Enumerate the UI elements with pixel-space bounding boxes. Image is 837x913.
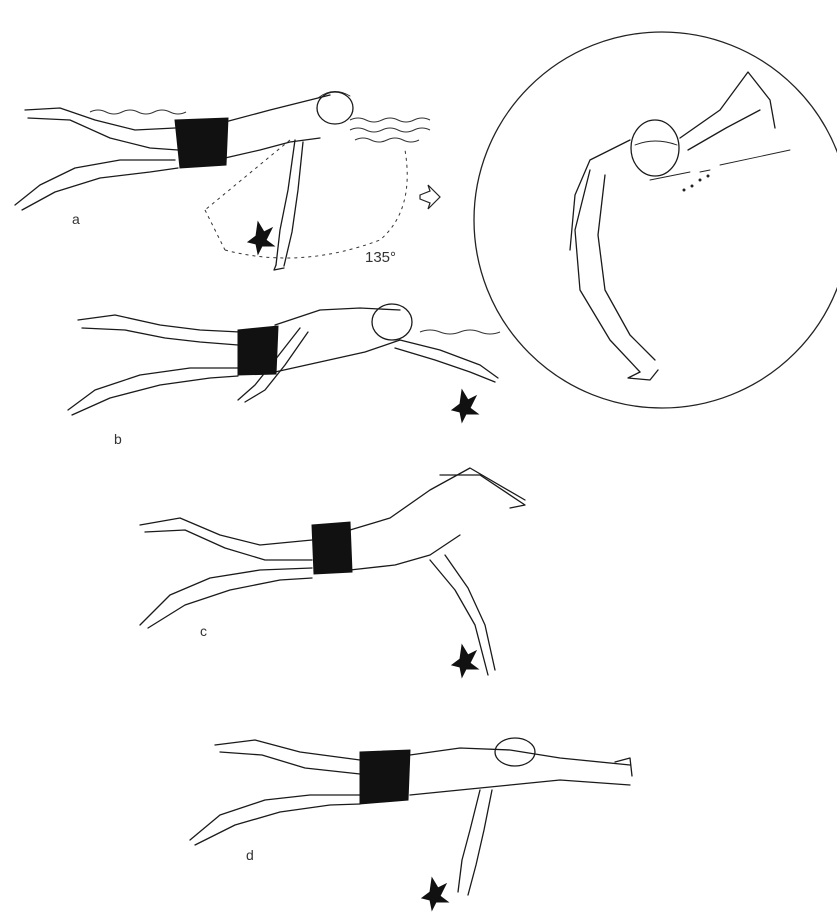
arrow-solid-a [248,222,274,254]
angle-label: 135° [365,249,396,266]
label-b: b [114,431,122,447]
arrow-solid-b [452,390,478,422]
swim-trunks-d [360,750,410,804]
water-surface-a [90,110,430,142]
label-a: a [72,211,80,227]
swimmer-a [15,91,440,270]
swimmer-b [68,304,500,422]
swim-trunks-c [312,522,352,574]
arrow-open-a [420,185,440,209]
label-d: d [246,847,254,863]
label-c: c [200,623,207,639]
swim-trunks-b [238,326,278,375]
swimmer-c [140,468,525,677]
swim-trunks-a [175,118,228,168]
swimmer-d [190,738,632,910]
arrow-solid-d [422,878,448,910]
inset-circle [474,32,837,408]
arrow-solid-c [452,645,478,677]
